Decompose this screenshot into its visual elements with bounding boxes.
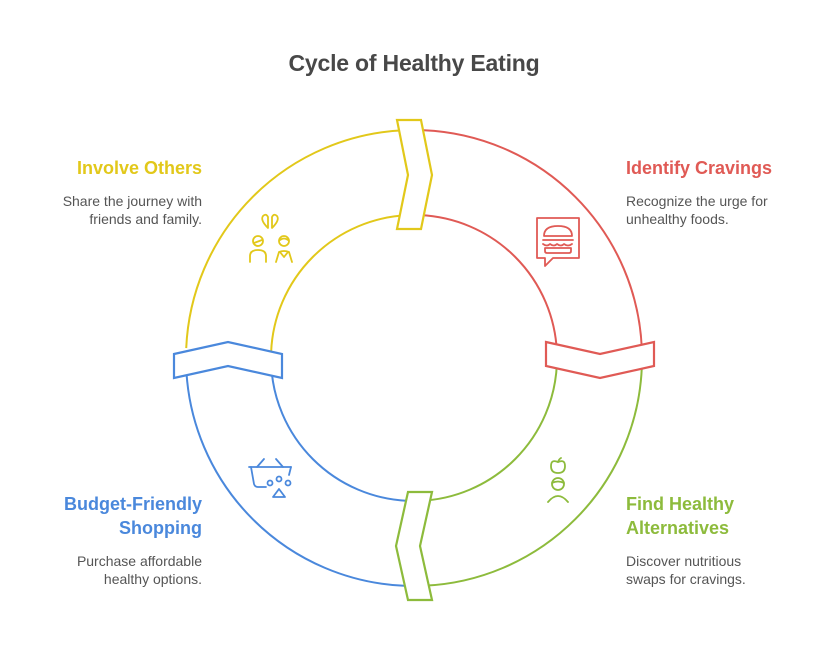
step-description: Discover nutritious swaps for cravings. (626, 552, 826, 588)
two-people-heart-icon (249, 213, 293, 263)
step-involve-others: Involve Others Share the journey with fr… (2, 156, 202, 228)
title-line: Alternatives (626, 518, 730, 538)
burger-speech-bubble-icon (536, 217, 580, 267)
ring-arcs (185, 129, 643, 587)
description-line: Purchase affordable (76, 553, 202, 569)
chevron-connector-bottom (394, 490, 434, 602)
step-description: Share the journey with friends and famil… (2, 192, 202, 228)
title-line: Shopping (119, 518, 202, 538)
ring-arc-find-inner (420, 364, 558, 502)
description-line: unhealthy foods. (626, 211, 729, 227)
step-find-healthy-alternatives: Find Healthy Alternatives Discover nutri… (626, 492, 826, 588)
title-line: Find Healthy (626, 494, 735, 514)
description-line: Recognize the urge for (626, 193, 768, 209)
apple-person-icon (547, 457, 569, 503)
ring-arc-find-outer (423, 367, 643, 587)
ring-arc-identify-outer (423, 129, 643, 349)
step-title: Find Healthy Alternatives (626, 492, 826, 540)
description-line: Discover nutritious (626, 553, 742, 569)
description-line: friends and family. (89, 211, 202, 227)
ring-arc-involve-outer (185, 129, 405, 349)
ring-arc-identify-inner (420, 214, 558, 352)
step-budget-friendly-shopping: Budget-Friendly Shopping Purchase afford… (2, 492, 202, 588)
description-line: Share the journey with (62, 193, 202, 209)
step-title: Budget-Friendly Shopping (2, 492, 202, 540)
step-title: Involve Others (76, 158, 202, 178)
ring-arc-budget-outer (185, 367, 405, 587)
shopping-basket-icon (248, 458, 292, 498)
step-identify-cravings: Identify Cravings Recognize the urge for… (626, 156, 826, 228)
description-line: swaps for cravings. (626, 571, 746, 587)
diagram-title: Cycle of Healthy Eating (288, 50, 540, 76)
chevron-connector-top (395, 118, 434, 231)
ring-arc-budget-inner (270, 364, 408, 502)
step-description: Recognize the urge for unhealthy foods. (626, 192, 826, 228)
ring-arc-involve-inner (270, 214, 408, 352)
ring-connectors (172, 118, 656, 602)
step-description: Purchase affordable healthy options. (2, 552, 202, 588)
chevron-connector-left (172, 340, 284, 380)
step-title: Identify Cravings (626, 158, 773, 178)
title-line: Budget-Friendly (64, 494, 202, 514)
description-line: healthy options. (103, 571, 202, 587)
chevron-connector-right (544, 340, 656, 380)
